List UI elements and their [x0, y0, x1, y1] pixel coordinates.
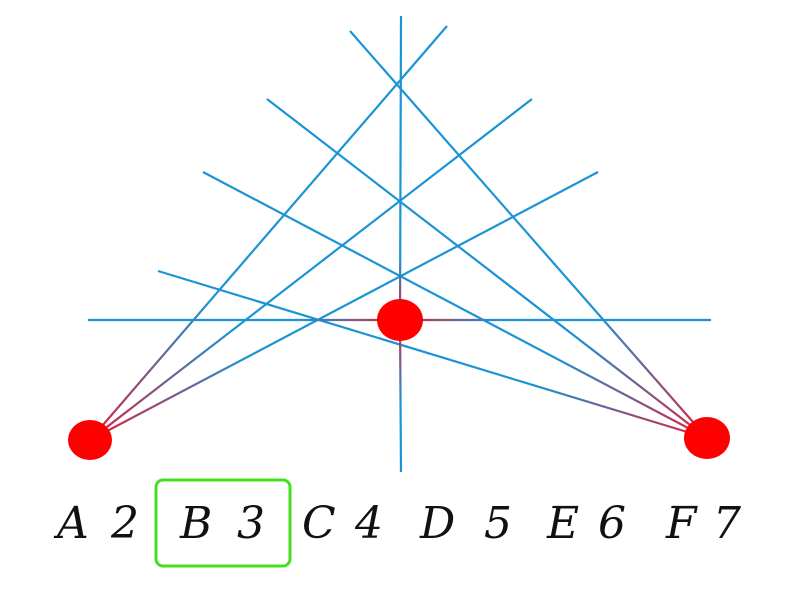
line-left-3 — [89, 171, 599, 441]
option-b-letter: B — [179, 498, 212, 549]
line-vertical-lower — [398, 319, 403, 473]
right-dot-lines — [157, 30, 708, 440]
option-f-letter: F — [665, 498, 698, 549]
selected-option-box — [154, 478, 292, 568]
option-a-number: 2 — [110, 498, 139, 549]
option-d-number: 5 — [484, 498, 512, 549]
option-c-number: 4 — [354, 498, 383, 549]
answer-options: A 2 B 3 C 4 D 5 E 6 F 7 — [53, 498, 741, 549]
option-d[interactable]: D 5 — [419, 498, 512, 549]
option-f-number: 7 — [713, 498, 741, 549]
option-e[interactable]: E 6 — [546, 498, 626, 549]
option-b[interactable]: B 3 — [179, 498, 265, 549]
option-e-letter: E — [546, 498, 579, 549]
option-a-letter: A — [53, 498, 89, 549]
option-d-letter: D — [419, 498, 455, 549]
option-c[interactable]: C 4 — [302, 498, 383, 549]
line-left-2 — [89, 98, 533, 441]
left-dot-lines — [89, 25, 599, 441]
right-dot — [684, 417, 730, 459]
line-vertical-upper — [398, 15, 403, 321]
center-dot — [377, 299, 423, 341]
center-dot-lines — [88, 15, 711, 473]
line-right-3 — [202, 171, 708, 439]
option-a[interactable]: A 2 — [53, 498, 139, 549]
option-f[interactable]: F 7 — [665, 498, 741, 549]
line-left-1 — [89, 25, 448, 441]
line-right-4 — [157, 269, 708, 440]
option-b-number: 3 — [237, 498, 265, 549]
left-dot — [68, 420, 112, 460]
line-right-2 — [266, 98, 708, 439]
option-c-letter: C — [302, 498, 336, 549]
line-right-1 — [349, 30, 708, 439]
option-e-number: 6 — [598, 498, 626, 549]
